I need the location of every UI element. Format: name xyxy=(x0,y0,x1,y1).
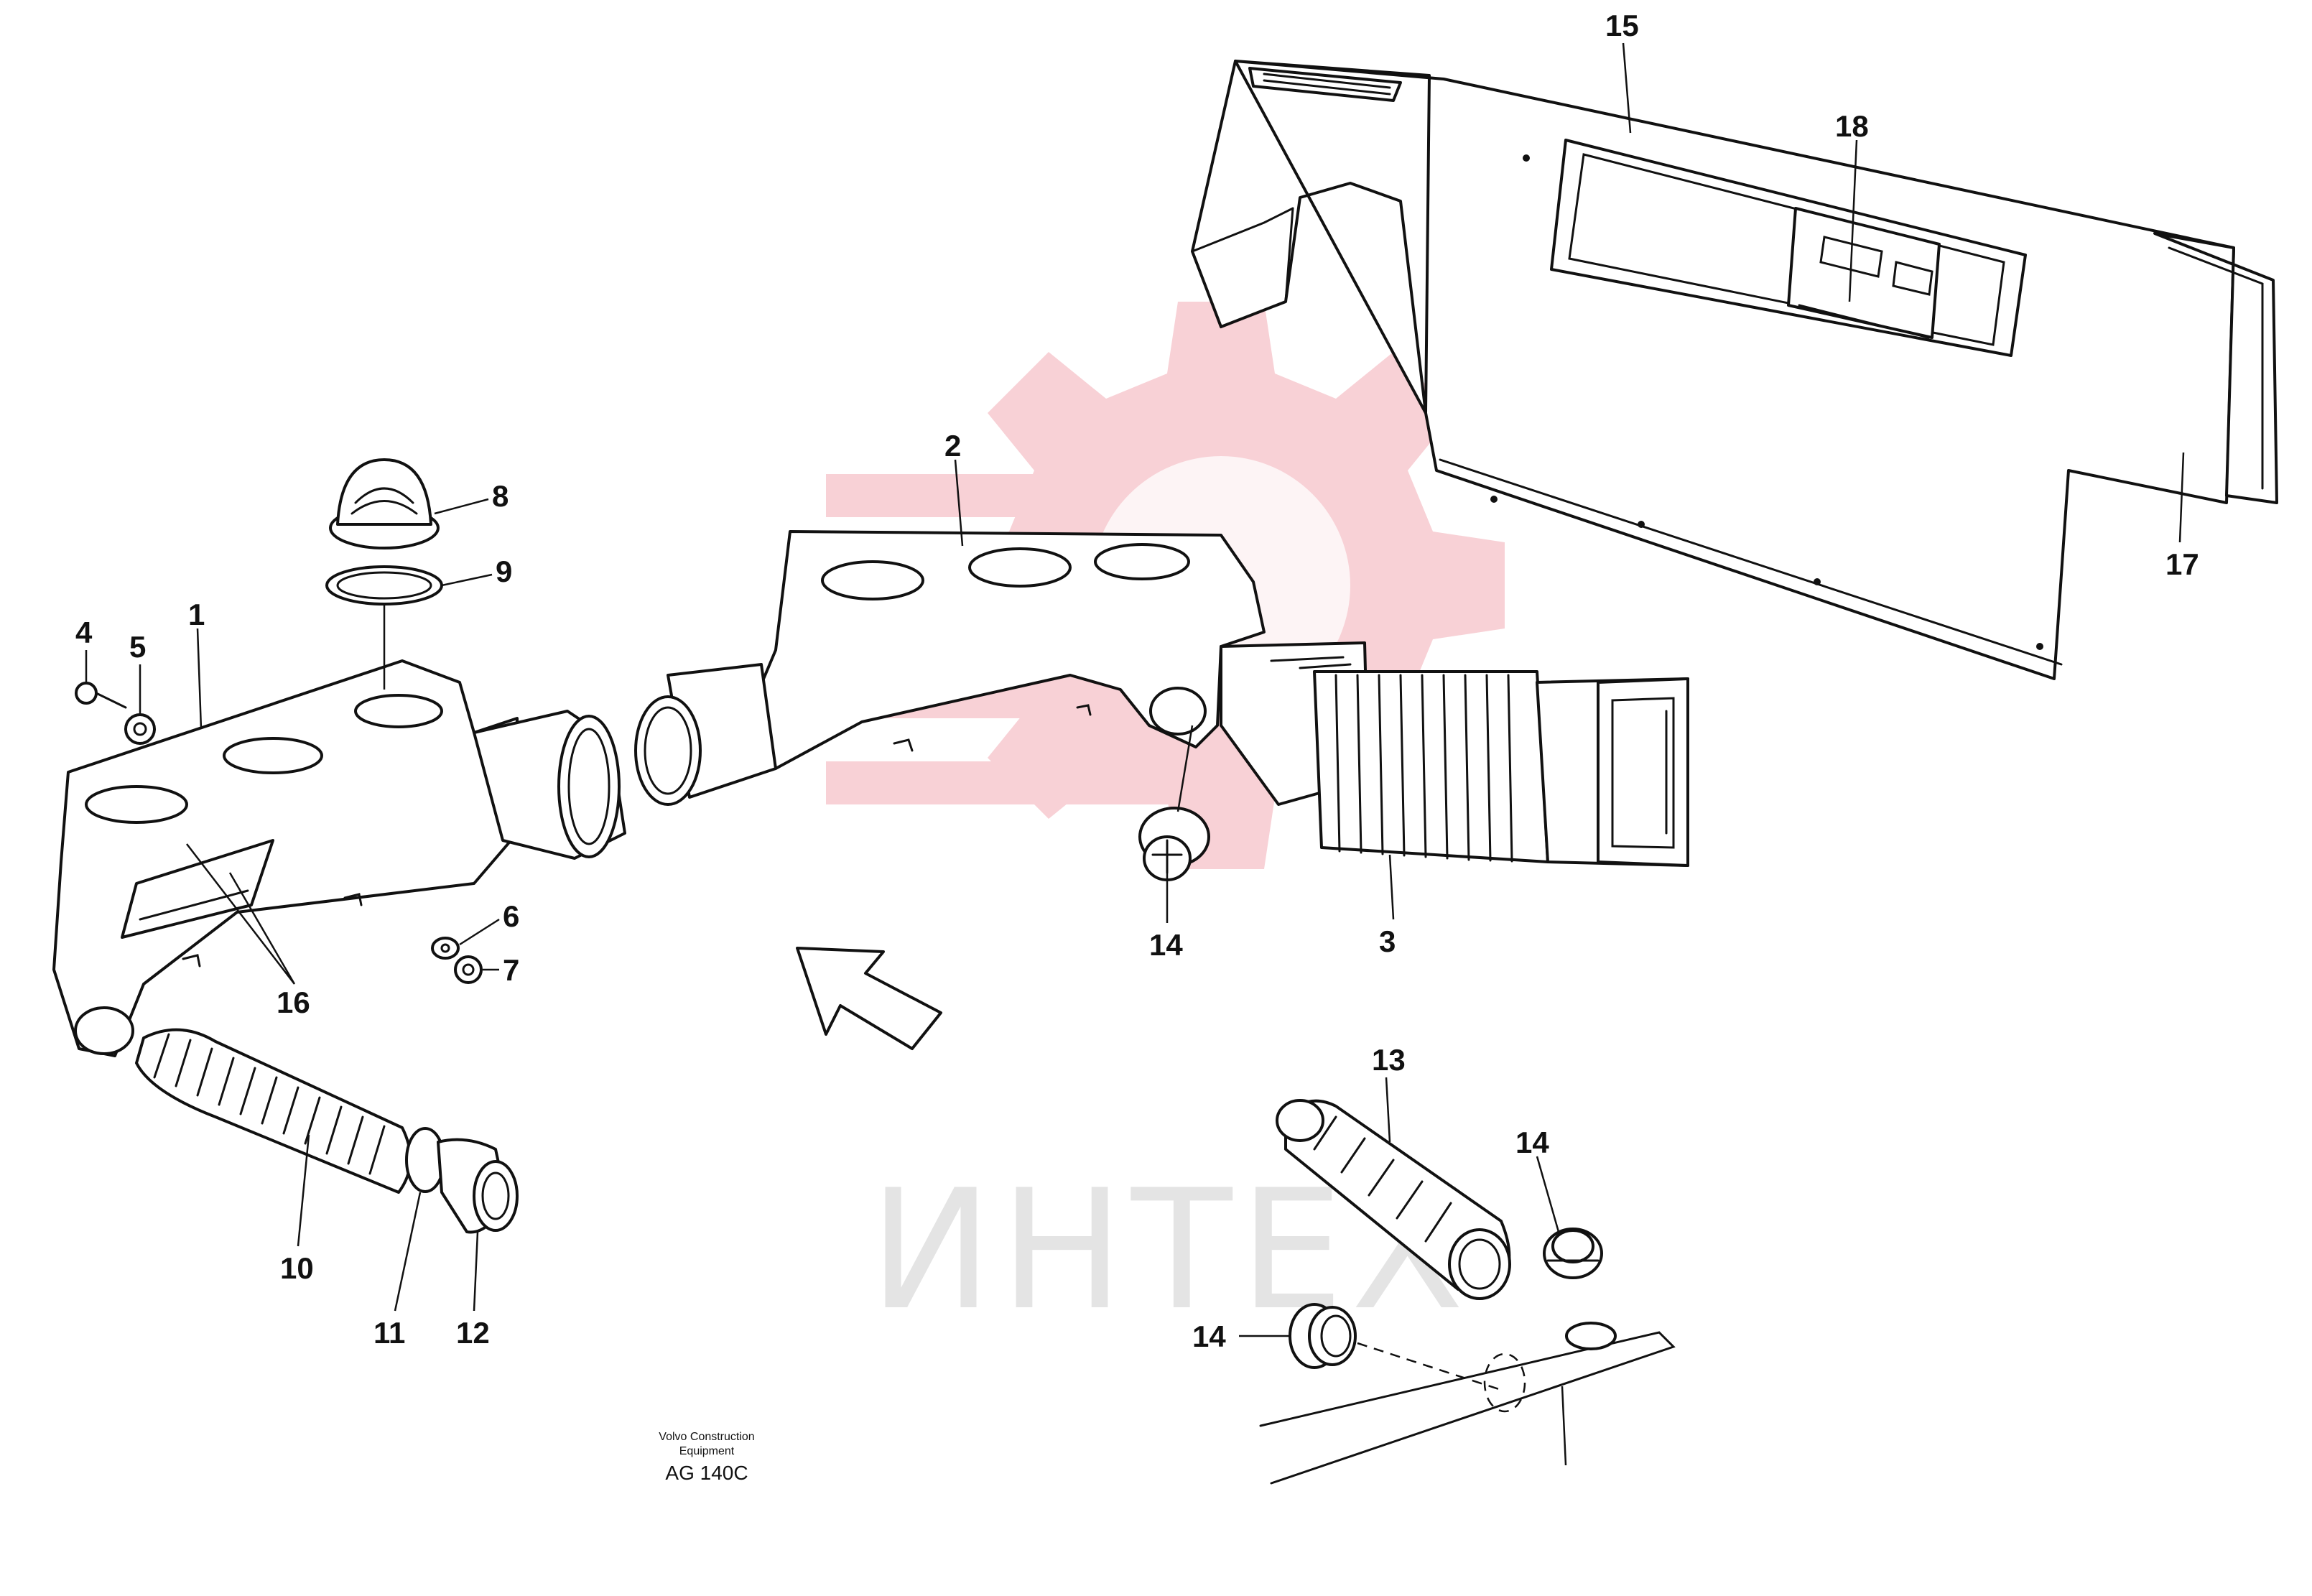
callout-14-mid: 14 xyxy=(1149,928,1183,962)
vent-nozzle-14-lower xyxy=(1289,1303,1357,1369)
washer-6 xyxy=(431,937,460,960)
caption: Volvo Construction Equipment AG 140C xyxy=(659,1431,754,1484)
vent-nozzle-14-right xyxy=(1543,1228,1603,1279)
callout-18: 18 xyxy=(1835,109,1869,143)
assembly-line-14-mid xyxy=(1176,725,1194,812)
callout-6: 6 xyxy=(503,899,519,933)
caption-company-line2: Equipment xyxy=(679,1445,735,1457)
leader-lines xyxy=(85,42,2185,1337)
callout-5: 5 xyxy=(129,630,146,664)
mounting-plate xyxy=(1259,1322,1676,1485)
callout-16: 16 xyxy=(277,985,310,1019)
callout-3: 3 xyxy=(1379,924,1396,958)
callout-1: 1 xyxy=(188,598,205,631)
callout-2: 2 xyxy=(944,429,961,463)
callout-4: 4 xyxy=(75,616,93,649)
upper-duct xyxy=(634,530,1370,806)
corrugated-hose-10 xyxy=(135,1028,412,1194)
callout-17: 17 xyxy=(2165,547,2199,581)
rear-panel xyxy=(1191,60,2278,680)
caption-company-line1: Volvo Construction xyxy=(659,1431,754,1443)
callout-9: 9 xyxy=(496,555,512,588)
nozzle-12 xyxy=(437,1138,519,1234)
caption-model-code: AG 140C xyxy=(665,1462,748,1484)
callout-15: 15 xyxy=(1605,9,1639,42)
callouts: 15 18 17 2 3 14 13 14 14 8 9 4 5 1 6 7 1… xyxy=(75,9,2199,1353)
vent-nozzle-14-mid xyxy=(1138,807,1210,881)
callout-14-right: 14 xyxy=(1515,1126,1549,1159)
callout-11: 11 xyxy=(373,1316,405,1350)
callout-10: 10 xyxy=(280,1251,314,1285)
callout-14-lower: 14 xyxy=(1192,1319,1226,1353)
callout-12: 12 xyxy=(456,1316,490,1350)
callout-7: 7 xyxy=(503,953,519,987)
seal-ring-9-inner xyxy=(336,571,432,600)
nut-5 xyxy=(124,713,156,745)
vent-nozzle-8 xyxy=(329,458,440,549)
screw-4 xyxy=(75,682,127,709)
callout-8: 8 xyxy=(492,479,509,513)
callout-13: 13 xyxy=(1372,1043,1406,1077)
flex-hose-13 xyxy=(1276,1099,1511,1300)
view-direction-arrow xyxy=(796,947,942,1050)
lower-duct xyxy=(52,659,626,1057)
bellows xyxy=(1313,670,1689,867)
nut-7 xyxy=(454,955,483,984)
